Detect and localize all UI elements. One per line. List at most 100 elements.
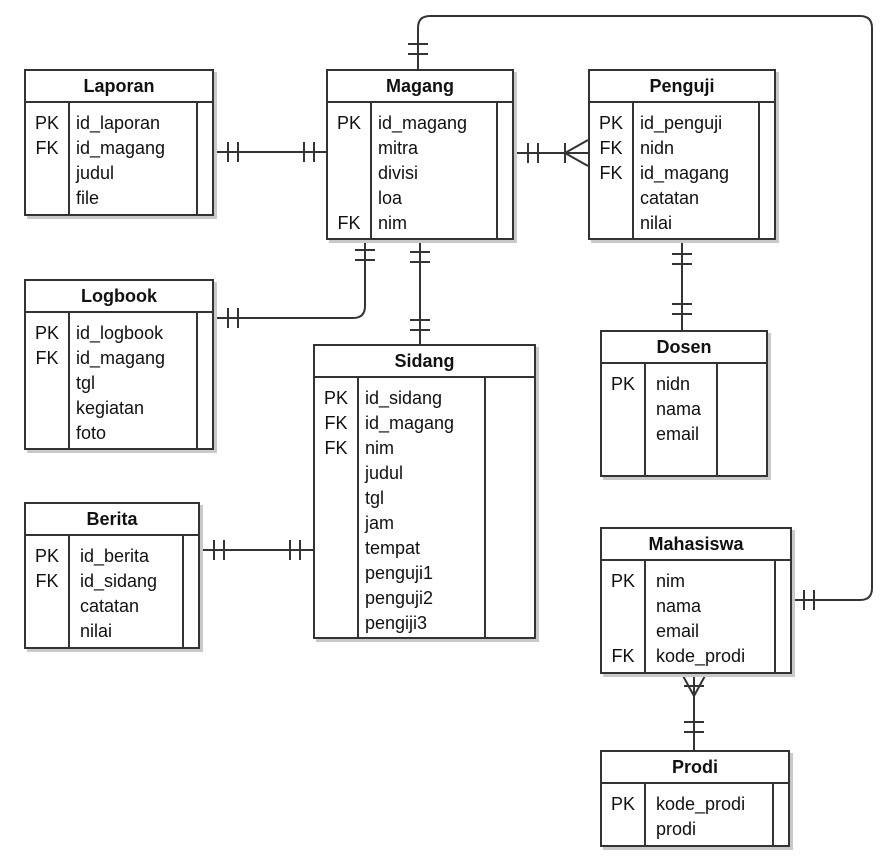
key-cell xyxy=(315,561,357,586)
field-name: jam xyxy=(365,513,395,533)
key-cell xyxy=(26,396,68,421)
key-cell: FK xyxy=(599,138,623,158)
field-name: catatan xyxy=(640,188,700,208)
entity-title: Magang xyxy=(328,71,512,103)
key-cell: FK xyxy=(35,571,59,591)
field-name: nidn xyxy=(640,138,675,158)
field-name: judul xyxy=(365,463,404,483)
field-name: id_sidang xyxy=(80,571,158,591)
field-name: id_laporan xyxy=(76,113,161,133)
entity-berita: Berita PK FK id_berita id_sidang catatan… xyxy=(24,502,200,649)
entity-title: Logbook xyxy=(26,281,212,313)
entity-title: Laporan xyxy=(26,71,212,103)
key-cell xyxy=(26,371,68,396)
field-name: id_berita xyxy=(80,546,150,566)
key-cell xyxy=(315,486,357,511)
field-name: nim xyxy=(656,571,686,591)
type-column xyxy=(196,313,212,448)
type-column xyxy=(196,103,212,214)
entity-penguji: Penguji PK FK FK id_penguji nidn id_maga… xyxy=(588,69,776,240)
field-name: nim xyxy=(378,213,408,233)
key-cell xyxy=(26,161,68,186)
entity-prodi: Prodi PK kode_prodi prodi xyxy=(600,750,790,847)
field-name: tempat xyxy=(365,538,421,558)
entity-title: Berita xyxy=(26,504,198,536)
field-column: nidn nama email xyxy=(656,364,701,475)
field-column: id_sidang id_magang nim judul tgl jam te… xyxy=(365,378,454,637)
entity-title: Prodi xyxy=(602,752,788,784)
field-name: nilai xyxy=(80,621,113,641)
type-column xyxy=(774,561,790,672)
field-name: nidn xyxy=(656,374,691,394)
field-name: id_magang xyxy=(76,348,166,368)
field-name: judul xyxy=(76,163,115,183)
field-name: kegiatan xyxy=(76,398,145,418)
key-cell: FK xyxy=(35,138,59,158)
field-name: nama xyxy=(656,399,702,419)
entity-title: Dosen xyxy=(602,332,766,364)
key-cell: PK xyxy=(610,794,635,814)
entity-title: Penguji xyxy=(590,71,774,103)
type-column xyxy=(716,364,766,475)
entity-magang: Magang PK FK id_magang mitra divisi loa … xyxy=(326,69,514,240)
key-cell xyxy=(328,186,370,211)
field-column: id_magang mitra divisi loa nim xyxy=(378,103,467,238)
key-column: PK FK xyxy=(26,313,70,448)
key-cell xyxy=(26,619,68,644)
key-cell xyxy=(26,594,68,619)
rel-berita-sidang xyxy=(200,540,313,560)
field-name: id_magang xyxy=(378,113,468,133)
rel-mahasiswa-magang xyxy=(408,15,873,610)
key-cell xyxy=(315,586,357,611)
key-cell: FK xyxy=(337,213,361,233)
key-cell: PK xyxy=(610,571,635,591)
type-column xyxy=(496,103,512,238)
entity-dosen: Dosen PK nidn nama email xyxy=(600,330,768,477)
field-name: pengiji3 xyxy=(365,613,428,633)
field-name: prodi xyxy=(656,819,697,839)
field-name: tgl xyxy=(76,373,96,393)
type-column xyxy=(758,103,774,238)
rel-penguji-dosen xyxy=(672,240,692,330)
key-cell xyxy=(315,511,357,536)
key-cell: PK xyxy=(34,323,59,343)
field-name: email xyxy=(656,621,700,641)
field-name: file xyxy=(76,188,100,208)
entity-mahasiswa: Mahasiswa PK FK nim nama email kode_prod… xyxy=(600,527,792,674)
field-name: nama xyxy=(656,596,702,616)
rel-magang-logbook xyxy=(214,240,375,328)
key-cell xyxy=(590,186,632,211)
field-name: divisi xyxy=(378,163,419,183)
key-cell xyxy=(602,619,644,644)
rel-mahasiswa-prodi xyxy=(681,673,707,750)
field-name: mitra xyxy=(378,138,418,158)
key-column: PK FK xyxy=(26,536,70,647)
field-column: id_penguji nidn id_magang catatan nilai xyxy=(640,103,729,238)
field-name: email xyxy=(656,424,700,444)
key-column: PK FK FK xyxy=(590,103,634,238)
field-name: id_magang xyxy=(365,413,455,433)
field-name: id_magang xyxy=(76,138,166,158)
type-column xyxy=(772,784,788,845)
field-column: id_logbook id_magang tgl kegiatan foto xyxy=(76,313,165,448)
entity-sidang: Sidang PK FK FK id_sidang id_magang nim … xyxy=(313,344,536,639)
field-name: penguji1 xyxy=(365,563,434,583)
key-column: PK FK FK xyxy=(315,378,359,637)
field-name: nim xyxy=(365,438,395,458)
field-column: id_berita id_sidang catatan nilai xyxy=(80,536,157,647)
field-name: penguji2 xyxy=(365,588,434,608)
entity-laporan: Laporan PK FK id_laporan id_magang judul… xyxy=(24,69,214,216)
key-cell xyxy=(315,611,357,636)
key-column: PK FK xyxy=(328,103,372,238)
key-cell xyxy=(26,186,68,211)
field-name: id_logbook xyxy=(76,323,164,343)
field-column: id_laporan id_magang judul file xyxy=(76,103,165,214)
key-cell xyxy=(602,817,644,842)
key-cell xyxy=(602,397,644,422)
field-column: nim nama email kode_prodi xyxy=(656,561,745,672)
entity-logbook: Logbook PK FK id_logbook id_magang tgl k… xyxy=(24,279,214,450)
key-cell: PK xyxy=(598,113,623,133)
field-name: kode_prodi xyxy=(656,646,746,666)
field-name: catatan xyxy=(80,596,140,616)
key-cell: FK xyxy=(611,646,635,666)
